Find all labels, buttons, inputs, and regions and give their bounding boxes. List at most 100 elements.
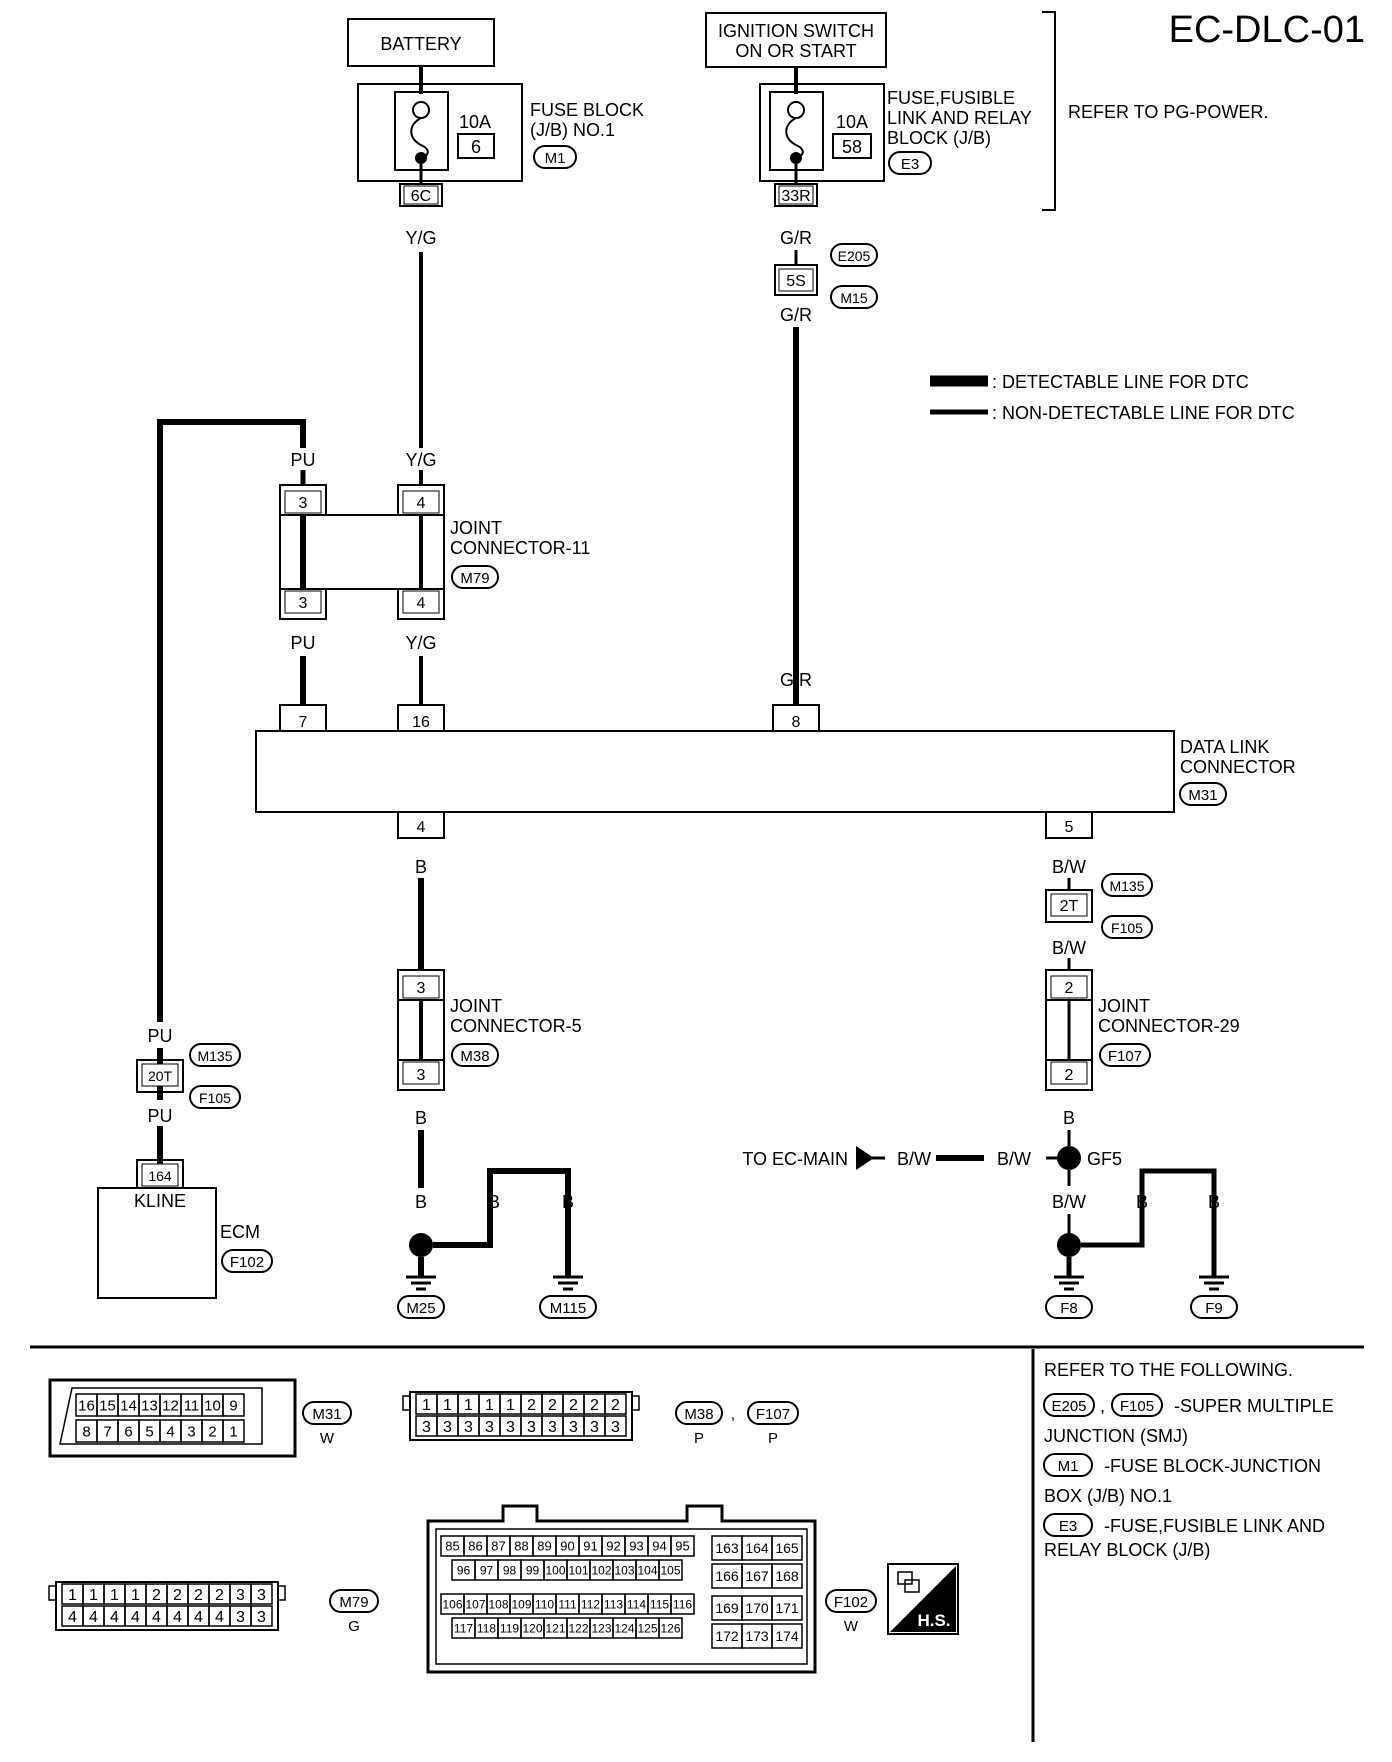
wire-label-bw-2: B/W bbox=[1052, 938, 1086, 958]
f102-pin: 104 bbox=[637, 1563, 657, 1577]
m79-pin: 4 bbox=[194, 1609, 203, 1626]
page-title: EC-DLC-01 bbox=[1169, 9, 1365, 51]
m31-pin: 10 bbox=[204, 1397, 221, 1414]
joint29-name-line1: JOINT bbox=[1098, 996, 1150, 1016]
ignition-label-line1: IGNITION SWITCH bbox=[718, 21, 874, 41]
fuse2-name-line3: BLOCK (J/B) bbox=[887, 128, 991, 148]
wire-label-b-2: B bbox=[415, 1108, 427, 1128]
f102-pin: 103 bbox=[614, 1563, 634, 1577]
svg-text:3: 3 bbox=[417, 980, 426, 997]
view-tag-m31 bbox=[302, 1401, 352, 1425]
f102-pin: 112 bbox=[581, 1597, 600, 1611]
wire-label-b-6: B bbox=[1063, 1108, 1075, 1128]
m31-pin: 1 bbox=[229, 1423, 237, 1440]
f102-pin: 101 bbox=[568, 1563, 588, 1577]
f102-pin: 109 bbox=[511, 1597, 531, 1611]
svg-text:M38: M38 bbox=[684, 1406, 713, 1423]
f102-pin: 163 bbox=[715, 1540, 739, 1556]
m31-pin: 3 bbox=[187, 1423, 195, 1440]
svg-text:BOX (J/B) NO.1: BOX (J/B) NO.1 bbox=[1044, 1486, 1172, 1506]
ground-tag-f8 bbox=[1045, 1295, 1093, 1319]
svg-text:5S: 5S bbox=[786, 273, 806, 290]
f102-pin: 123 bbox=[591, 1621, 611, 1635]
svg-text:M79: M79 bbox=[460, 570, 489, 587]
f102-pin: 96 bbox=[457, 1563, 471, 1577]
svg-text:E3: E3 bbox=[1059, 1518, 1077, 1535]
f102-pin: 169 bbox=[715, 1600, 739, 1616]
dlc-name-line1: DATA LINK bbox=[1180, 737, 1269, 757]
f102-pin: 122 bbox=[568, 1621, 588, 1635]
ignition-label-line2: ON OR START bbox=[735, 41, 856, 61]
f102-pin: 173 bbox=[745, 1628, 769, 1644]
f102-pin: 116 bbox=[673, 1597, 692, 1611]
fuse2-name-line1: FUSE,FUSIBLE bbox=[887, 88, 1015, 108]
m38-pin: 2 bbox=[527, 1397, 536, 1414]
wire-label-bw-3: B/W bbox=[997, 1149, 1031, 1169]
conn-tag-m79 bbox=[451, 565, 499, 589]
m79-pin: 3 bbox=[236, 1609, 245, 1626]
svg-text:F9: F9 bbox=[1205, 1300, 1223, 1317]
fuse2-rating: 10A bbox=[836, 112, 868, 132]
svg-text:4: 4 bbox=[417, 819, 426, 836]
svg-text:M135: M135 bbox=[1109, 878, 1144, 894]
f102-pin: 106 bbox=[442, 1597, 462, 1611]
m31-pin: 5 bbox=[145, 1423, 153, 1440]
f102-pin: 97 bbox=[480, 1563, 494, 1577]
f102-pin: 114 bbox=[627, 1597, 646, 1611]
svg-text:F105: F105 bbox=[199, 1090, 231, 1106]
f102-pin: 89 bbox=[537, 1539, 551, 1554]
m31-pin: 16 bbox=[78, 1397, 95, 1414]
m31-pin: 7 bbox=[103, 1423, 111, 1440]
wire-label-b-5: B bbox=[562, 1192, 574, 1212]
m79-pin: 2 bbox=[173, 1587, 182, 1604]
svg-text:33R: 33R bbox=[781, 188, 810, 205]
m79-pin: 1 bbox=[131, 1587, 140, 1604]
svg-text:F107: F107 bbox=[756, 1406, 790, 1423]
arrow-left-icon bbox=[856, 1146, 874, 1170]
svg-text:M38: M38 bbox=[460, 1048, 489, 1065]
wire-label-bw-1: B/W bbox=[1052, 857, 1086, 877]
svg-text:4: 4 bbox=[417, 495, 426, 512]
terminal-6c bbox=[399, 183, 443, 207]
f102-pin: 95 bbox=[675, 1539, 689, 1554]
m38-pin: 3 bbox=[443, 1419, 452, 1436]
conn-tag-m135-left bbox=[189, 1043, 241, 1067]
f102-pin: 126 bbox=[660, 1621, 680, 1635]
m38-pin: 1 bbox=[506, 1397, 515, 1414]
f102-pin: 110 bbox=[535, 1597, 554, 1611]
svg-text:16: 16 bbox=[412, 714, 430, 731]
f102-pin: 105 bbox=[660, 1563, 680, 1577]
f102-pin: 85 bbox=[445, 1539, 459, 1554]
m79-pin: 4 bbox=[68, 1609, 77, 1626]
fuse-block-box bbox=[357, 83, 523, 182]
fuse1-rating: 10A bbox=[459, 112, 491, 132]
f102-pin: 119 bbox=[500, 1621, 519, 1635]
m31-pin: 12 bbox=[162, 1397, 179, 1414]
m79-pin: 1 bbox=[89, 1587, 98, 1604]
m31-pin: 14 bbox=[120, 1397, 137, 1414]
svg-text:5: 5 bbox=[1065, 819, 1074, 836]
wire-label-pu-4: PU bbox=[147, 1106, 172, 1126]
ground-f8-f9 bbox=[1054, 1168, 1229, 1291]
svg-text:2: 2 bbox=[1065, 980, 1074, 997]
view-tag-f102 bbox=[825, 1589, 877, 1613]
conn-tag-m135-right bbox=[1101, 873, 1153, 897]
fusible-link-box bbox=[759, 83, 885, 182]
refer-item-e3: E3 -FUSE,FUSIBLE LINK AND RELAY BLOCK (J… bbox=[1043, 1513, 1325, 1560]
m38-pin: 3 bbox=[527, 1419, 536, 1436]
f102-pin: 174 bbox=[775, 1628, 799, 1644]
m79-pin: 2 bbox=[215, 1587, 224, 1604]
conn-tag-f102 bbox=[221, 1249, 273, 1273]
view-color-m79: G bbox=[348, 1618, 360, 1635]
m38-pin: 1 bbox=[485, 1397, 494, 1414]
refer-item-smj: E205 , F105 -SUPER MULTIPLE JUNCTION (SM… bbox=[1043, 1393, 1334, 1446]
f102-pin: 108 bbox=[488, 1597, 508, 1611]
svg-text:F107: F107 bbox=[1108, 1048, 1142, 1065]
f102-pin: 120 bbox=[522, 1621, 542, 1635]
wire-label-b-1: B bbox=[415, 857, 427, 877]
svg-text:E205: E205 bbox=[1051, 1398, 1086, 1415]
f102-pin: 86 bbox=[468, 1539, 482, 1554]
m38-pin: 1 bbox=[443, 1397, 452, 1414]
